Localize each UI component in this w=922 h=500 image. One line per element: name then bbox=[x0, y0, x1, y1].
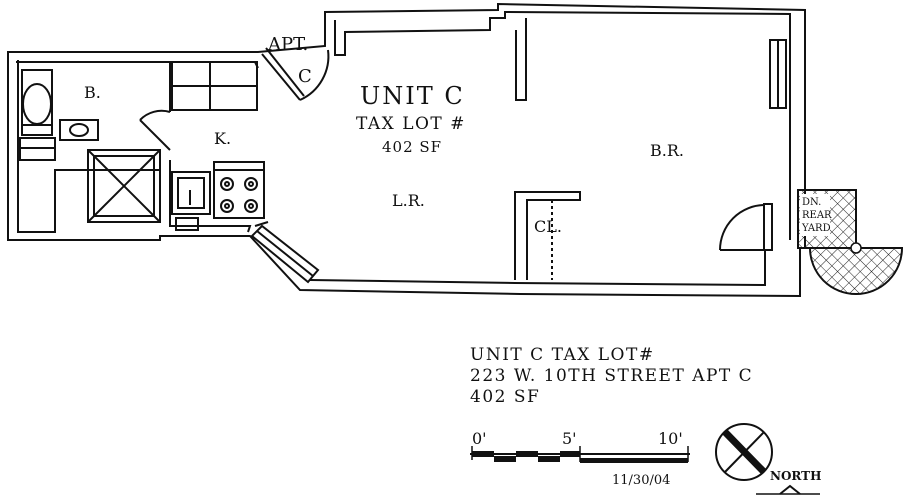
tax-lot-label: TAX LOT # bbox=[356, 114, 466, 134]
scale-tick-10: 10' bbox=[658, 429, 683, 448]
room-label-bath: B. bbox=[84, 83, 101, 102]
apt-label: APT. bbox=[267, 34, 308, 55]
title-line-2: 223 W. 10TH STREET APT C bbox=[470, 366, 754, 386]
stair-label-2: REAR bbox=[802, 210, 832, 221]
title-line-3: 402 SF bbox=[470, 387, 541, 407]
north-arrow-icon bbox=[715, 423, 820, 495]
unit-title: UNIT C bbox=[360, 82, 465, 110]
area-label: 402 SF bbox=[382, 138, 442, 156]
title-block: UNIT C TAX LOT# 223 W. 10TH STREET APT C… bbox=[470, 345, 753, 408]
room-label-kitchen: K. bbox=[214, 129, 231, 148]
stair-label-1: DN. bbox=[802, 197, 821, 208]
apt-letter: C bbox=[298, 66, 312, 87]
room-label-closet: CL. bbox=[534, 217, 562, 236]
scale-bar bbox=[470, 446, 690, 463]
scale-tick-5: 5' bbox=[562, 429, 577, 448]
exterior-wall-inner bbox=[17, 60, 160, 233]
scale-tick-0: 0' bbox=[472, 429, 487, 448]
stair-label-3: YARD bbox=[801, 223, 831, 234]
north-label: NORTH bbox=[770, 469, 821, 483]
room-label-bedroom: B.R. bbox=[650, 141, 684, 160]
drawing-date: 11/30/04 bbox=[612, 473, 670, 488]
title-line-1: UNIT C TAX LOT# bbox=[470, 345, 655, 365]
room-label-living: L.R. bbox=[392, 191, 425, 210]
